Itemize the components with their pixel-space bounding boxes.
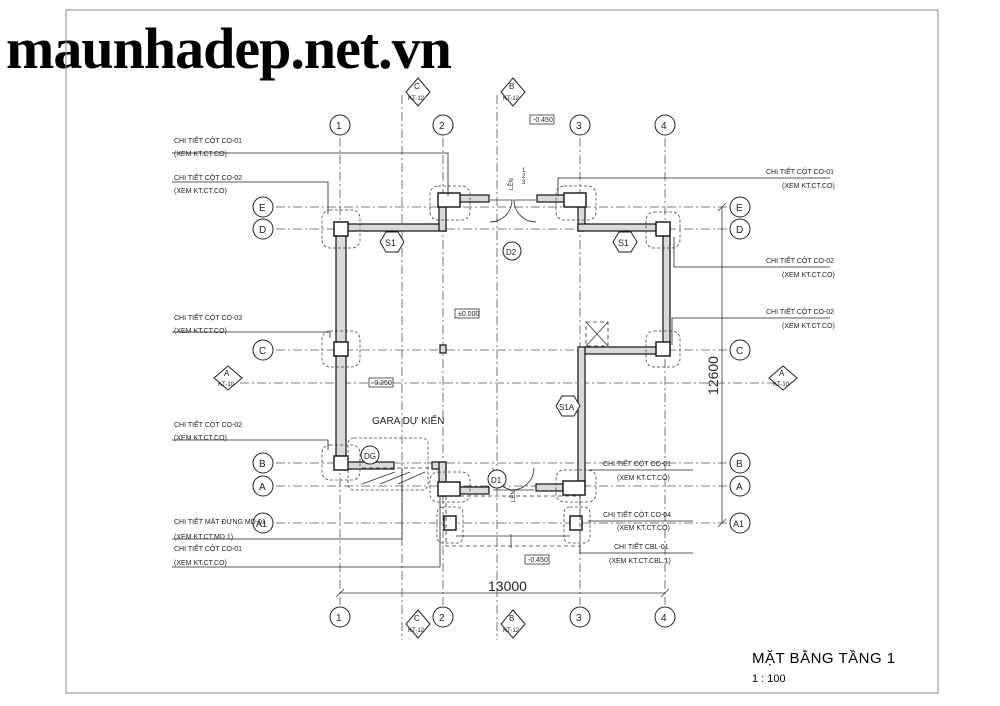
leader-lines xyxy=(172,152,830,568)
stair-up-bottom: LÊN xyxy=(509,490,517,502)
grid-label-2-bottom: 2 xyxy=(439,613,445,624)
note-xem-co02-bottom-left: (XEM KT.CT.CO) xyxy=(174,435,227,442)
tag-s1-left: S1 xyxy=(385,238,396,248)
grid-label-3-top: 3 xyxy=(576,121,582,132)
section-tag-c-bottom: C xyxy=(414,614,420,623)
section-tag-b-top: B xyxy=(509,82,514,91)
note-co03-left: CHI TIẾT CỘT CO-03 xyxy=(174,312,242,322)
grid-label-c-left: C xyxy=(259,346,266,357)
section-tag-a-right: A xyxy=(779,369,785,378)
section-ref-b-bottom: KT-12 xyxy=(503,628,520,634)
note-co01-bottom-left: CHI TIẾT CỘT CO-01 xyxy=(174,543,242,553)
watermark-logo: maunhadep.net.vn xyxy=(6,16,452,81)
stair-step-3: 3 xyxy=(522,180,526,186)
columns xyxy=(333,192,671,531)
section-ref-c-bottom: KT-12 xyxy=(408,628,425,634)
tag-d2: D2 xyxy=(506,248,517,257)
grid-bubbles-top xyxy=(329,114,676,136)
grid-bubbles-right xyxy=(729,196,751,534)
grid-label-4-top: 4 xyxy=(661,121,667,132)
grid-label-1-bottom: 1 xyxy=(336,613,342,624)
grid-label-d-right: D xyxy=(736,225,743,236)
note-xem-co01-inner-right: (XEM KT.CT.CO) xyxy=(617,475,670,482)
grid-label-3-bottom: 3 xyxy=(576,613,582,624)
grid-lines-horizontal xyxy=(240,206,775,524)
note-md01-left: CHI TIẾT MẶT ĐỨNG MD-01 xyxy=(174,516,266,526)
grid-label-a1-left: A1 xyxy=(256,519,267,529)
room-garage-label: GARA DỰ KIẾN xyxy=(372,414,444,427)
grid-label-b-left: B xyxy=(259,459,266,470)
section-tag-c-top: C xyxy=(414,82,420,91)
note-co01-inner-right: CHI TIẾT CỘT CO-01 xyxy=(603,458,671,468)
note-xem-co02-mid-right: (XEM KT.CT.CO) xyxy=(782,272,835,279)
note-co02-bottom-left: CHI TIẾT CỘT CO-02 xyxy=(174,419,242,429)
section-ref-a-right: KT-10 xyxy=(773,382,790,388)
level-bottom: -0.450 xyxy=(528,557,548,564)
section-tag-b-bottom: B xyxy=(509,614,514,623)
note-xem-co04-inner-right: (XEM KT.CT.CO) xyxy=(617,525,670,532)
grid-label-b-right: B xyxy=(736,459,743,470)
section-ref-b-top: KT-12 xyxy=(503,96,520,102)
note-xem-co01-bottom-left: (XEM KT.CT.CO) xyxy=(174,560,227,567)
note-xem-co01-top-left: (XEM KT.CT.CO) xyxy=(174,151,227,158)
tag-d1: D1 xyxy=(491,476,502,485)
tag-dg: DG xyxy=(364,452,376,461)
section-markers xyxy=(213,77,798,639)
grid-label-a-right: A xyxy=(736,482,743,493)
stair-step-2: 2 xyxy=(522,174,526,180)
tag-s1a: S1A xyxy=(559,403,575,412)
doors xyxy=(361,199,537,491)
level-floor: ±0.000 xyxy=(458,311,479,318)
level-entry: -0.450 xyxy=(533,117,553,124)
plan-title: MẶT BẰNG TẦNG 1 xyxy=(752,650,896,667)
note-co02-mid-right: CHI TIẾT CỘT CO-02 xyxy=(766,255,834,265)
stair-up-top: LÊN xyxy=(507,178,515,190)
note-xem-co01-top-right: (XEM KT.CT.CO) xyxy=(782,183,835,190)
note-co01-top-right: CHI TIẾT CỘT CO-01 xyxy=(766,166,834,176)
stair-step-1: 1 xyxy=(522,168,526,174)
grid-label-4-bottom: 4 xyxy=(661,613,667,624)
note-xem-co03-left: (XEM KT.CT.CO) xyxy=(174,328,227,335)
grid-label-e-left: E xyxy=(259,203,266,214)
tag-s1-right: S1 xyxy=(618,238,629,248)
note-cbl-inner-right: CHI TIẾT CBL-01 xyxy=(614,541,669,551)
note-xem-co02-top-left: (XEM KT.CT.CO) xyxy=(174,188,227,195)
level-garage: -0.250 xyxy=(372,380,392,387)
grid-label-a1-right: A1 xyxy=(733,519,744,529)
dimension-lines xyxy=(335,202,727,598)
section-tag-a-left: A xyxy=(224,369,230,378)
grid-label-e-right: E xyxy=(736,203,743,214)
grid-label-a-left: A xyxy=(259,482,266,493)
note-co02-lower-right: CHI TIẾT CỘT CO-02 xyxy=(766,306,834,316)
section-ref-a-left: KT-10 xyxy=(218,382,235,388)
sheet-frame xyxy=(65,9,939,694)
note-xem-co02-lower-right: (XEM KT.CT.CO) xyxy=(782,323,835,330)
grid-bubbles-bottom xyxy=(329,606,676,628)
plan-scale: 1 : 100 xyxy=(752,673,786,685)
note-co04-inner-right: CHI TIẾT CỘT CO-04 xyxy=(603,509,671,519)
grid-label-1-top: 1 xyxy=(336,121,342,132)
note-co02-top-left: CHI TIẾT CỘT CO-02 xyxy=(174,172,242,182)
note-xem-cbl-inner-right: (XEM KT.CT.CBL.1) xyxy=(609,558,671,565)
grid-label-d-left: D xyxy=(259,225,266,236)
title-block: MẶT BẰNG TẦNG 1 1 : 100 xyxy=(752,650,896,685)
column-clouds xyxy=(321,185,681,544)
width-dimension: 13000 xyxy=(488,578,527,594)
section-ref-c-top: KT-12 xyxy=(408,96,425,102)
note-xem-md-left: (XEM KT.CT.MD.1) xyxy=(174,534,233,541)
entry-steps xyxy=(445,321,609,548)
height-dimension: 12600 xyxy=(705,356,721,395)
note-co01-top-left: CHI TIẾT CỘT CO-01 xyxy=(174,135,242,145)
grid-label-c-right: C xyxy=(736,346,743,357)
grid-bubbles-left xyxy=(252,196,274,534)
grid-label-2-top: 2 xyxy=(439,121,445,132)
